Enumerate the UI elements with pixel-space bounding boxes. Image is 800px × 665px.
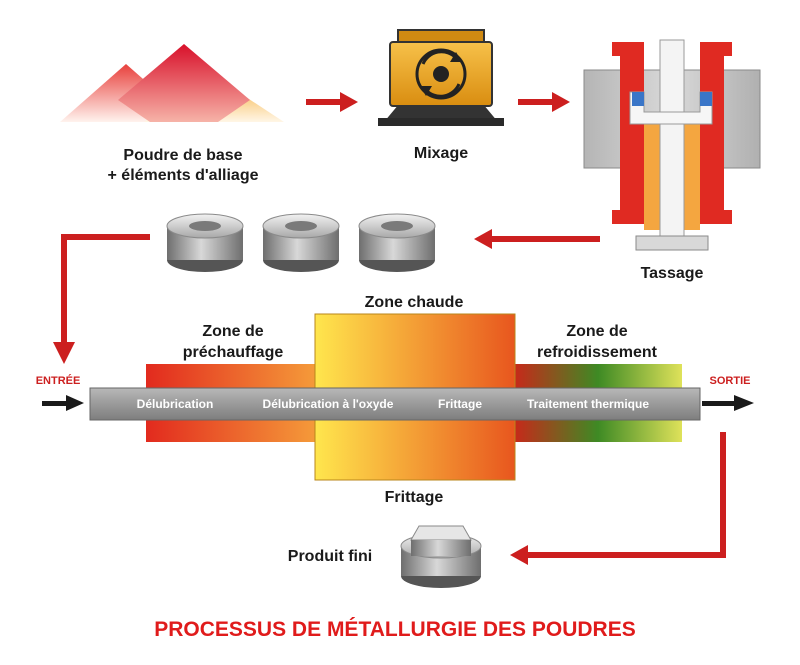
cooling-label-line1: Zone de — [566, 323, 627, 340]
compacted-part-icon — [262, 213, 340, 272]
compacted-part-icon — [358, 213, 436, 272]
exit-arrow — [702, 395, 754, 411]
powder-label-line2: + éléments d'alliage — [108, 167, 259, 184]
hot-zone-label: Zone chaude — [365, 294, 464, 311]
arrow-compacts-to-entry — [53, 234, 150, 364]
finished-product-label: Produit fini — [288, 548, 372, 565]
pressing-label: Tassage — [641, 265, 704, 282]
diagram-title: PROCESSUS DE MÉTALLURGIE DES POUDRES — [154, 618, 636, 641]
entry-arrow — [42, 395, 84, 411]
conveyor-tube — [89, 387, 701, 421]
powder-label-line1: Poudre de base — [123, 147, 242, 164]
finished-part-icon — [400, 525, 482, 588]
mixing-label: Mixage — [414, 145, 468, 162]
tube-stage-label: Traitement thermique — [527, 397, 649, 411]
preheat-label-line2: préchauffage — [183, 344, 284, 361]
arrow-press-to-compacts — [474, 229, 600, 249]
tube-stage-label: Délubrication à l'oxyde — [263, 397, 394, 411]
cooling-label-line2: refroidissement — [537, 344, 658, 361]
arrow-mixer-to-press — [518, 92, 570, 112]
entry-label: ENTRÉE — [36, 374, 81, 387]
preheat-label-line1: Zone de — [202, 323, 263, 340]
mixer-icon — [378, 29, 504, 126]
exit-label: SORTIE — [710, 375, 751, 387]
sintering-label: Frittage — [385, 489, 444, 506]
tube-stage-label: Frittage — [438, 397, 482, 411]
press-die-icon — [583, 39, 761, 251]
arrow-powder-to-mixer — [306, 92, 358, 112]
tube-stage-label: Délubrication — [137, 397, 214, 411]
compacted-part-icon — [166, 213, 244, 272]
powder-pile-icon — [60, 44, 284, 122]
arrow-exit-to-product — [510, 432, 726, 565]
